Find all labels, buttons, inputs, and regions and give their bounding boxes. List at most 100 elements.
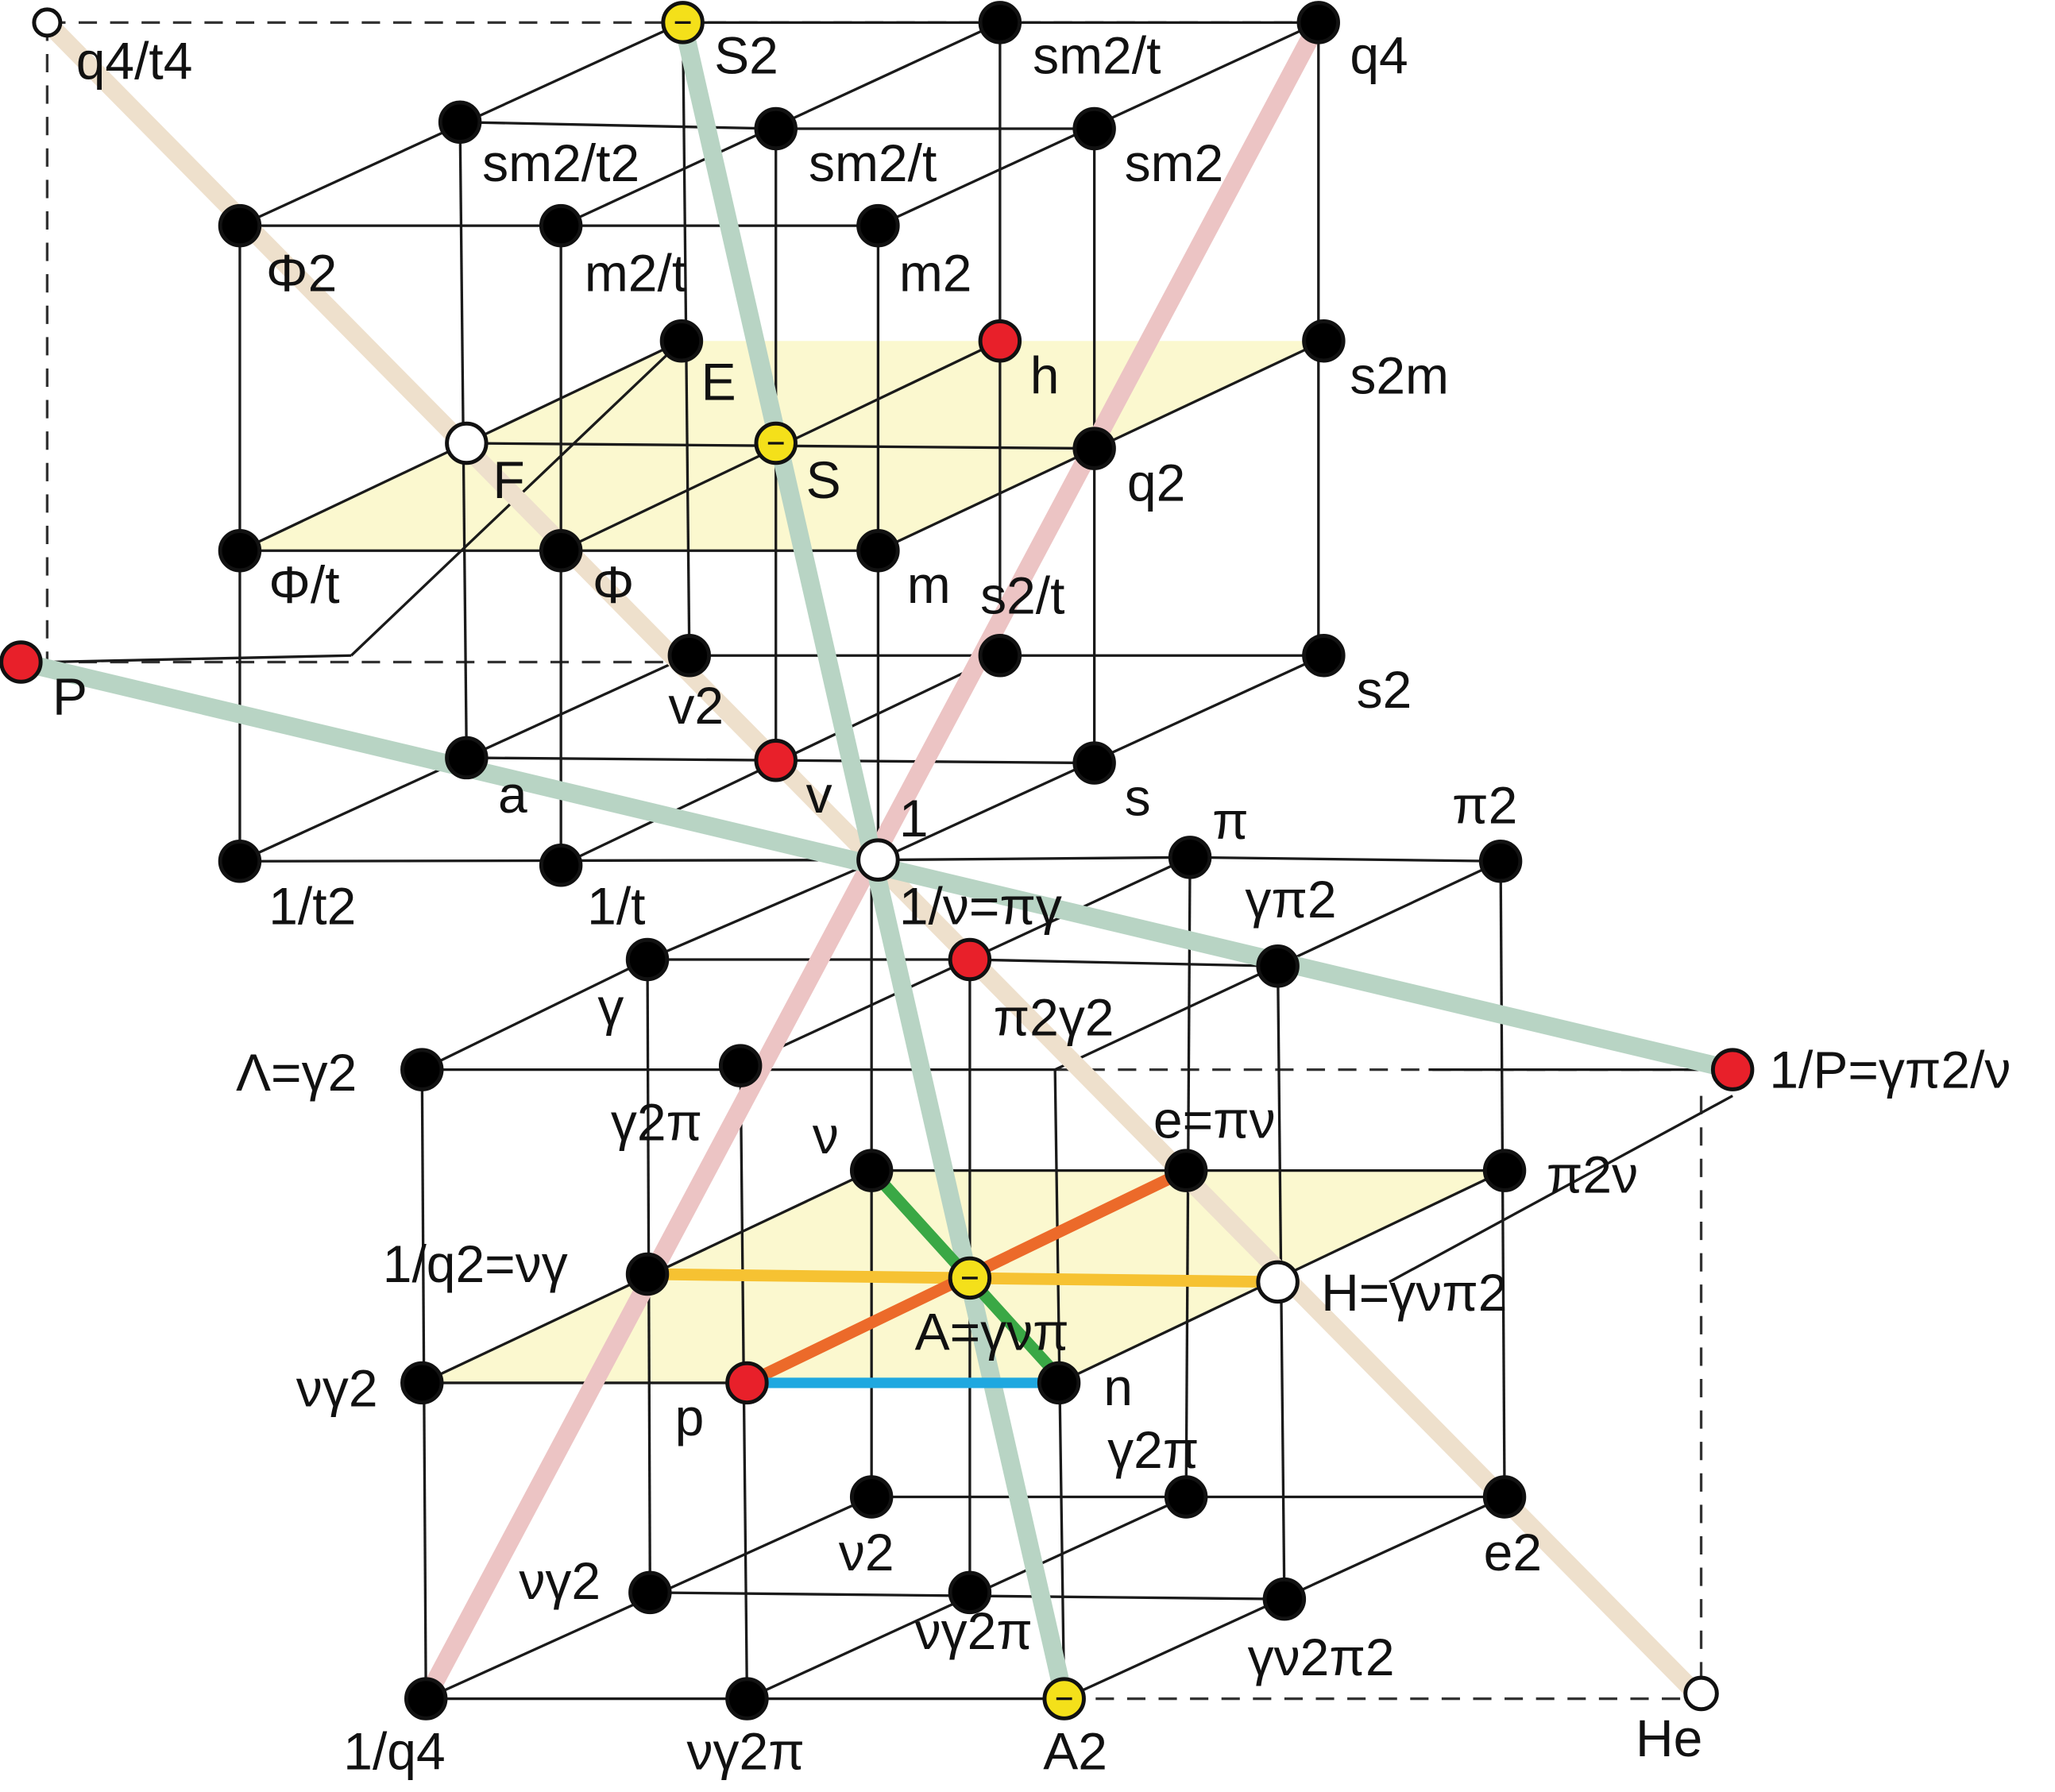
node-pi xyxy=(1168,836,1212,879)
label-Phi2: Φ2 xyxy=(266,244,337,303)
node-ng2pi_mid xyxy=(948,1570,992,1615)
node-m2t xyxy=(539,203,583,248)
node-pi2nu xyxy=(1482,1149,1527,1192)
label-m: m xyxy=(907,555,951,614)
node-sm2t2 xyxy=(438,100,482,144)
label-s2t: s2/t xyxy=(980,566,1064,624)
node-one_t xyxy=(539,844,583,887)
label-e2: e2 xyxy=(1484,1523,1542,1582)
node-n xyxy=(1037,1361,1081,1405)
label-H: H=γνπ2 xyxy=(1321,1263,1507,1322)
node-m2 xyxy=(856,203,900,248)
label-Lambda: Λ=γ2 xyxy=(236,1043,357,1102)
node-nu2_low xyxy=(849,1475,894,1519)
label-E: E xyxy=(701,353,736,411)
node-h xyxy=(978,319,1022,363)
label-m2: m2 xyxy=(899,244,972,303)
label-P: P xyxy=(52,666,87,725)
label-A2: A2 xyxy=(1043,1722,1107,1781)
label-g2pi_low: γ2π xyxy=(1107,1420,1199,1479)
label-gn2pi2: γν2π2 xyxy=(1248,1628,1395,1686)
node-layer xyxy=(0,1,1755,1721)
node-nu xyxy=(849,1149,894,1192)
label-S: S xyxy=(806,450,841,509)
label-one_nu: 1/ν=πγ xyxy=(899,876,1062,935)
label-q4: q4 xyxy=(1350,26,1408,85)
label-pi2: π2 xyxy=(1452,775,1517,834)
label-n: n xyxy=(1103,1358,1133,1416)
node-g2pi_up xyxy=(718,1044,763,1087)
label-sm2t2: sm2/t2 xyxy=(482,133,639,192)
label-one_t: 1/t xyxy=(587,876,645,935)
node-one_t2 xyxy=(218,840,262,883)
node-one_q4 xyxy=(404,1677,448,1721)
label-Phit: Φ/t xyxy=(268,555,339,614)
label-e: e=πν xyxy=(1153,1090,1276,1149)
label-q4t4: q4/t4 xyxy=(76,31,193,90)
label-v2_up: v2 xyxy=(668,676,724,735)
node-Lambda xyxy=(400,1048,444,1091)
label-gamma: γ xyxy=(597,978,624,1037)
label-q2: q2 xyxy=(1127,454,1185,512)
label-sm2: sm2 xyxy=(1125,133,1224,192)
node-Phit xyxy=(218,529,262,573)
label-one: 1 xyxy=(899,789,929,848)
node-s2m xyxy=(1302,319,1346,363)
label-sm2t_mid: sm2/t xyxy=(809,133,937,192)
node-e xyxy=(1164,1149,1208,1192)
label-s2: s2 xyxy=(1357,660,1412,719)
label-S2: S2 xyxy=(714,26,778,85)
label-h: h xyxy=(1030,346,1060,404)
node-ng2_left xyxy=(400,1361,444,1405)
node-q4 xyxy=(1296,1,1340,44)
label-one_t2: 1/t2 xyxy=(268,876,356,935)
node-He xyxy=(1683,1675,1719,1712)
label-ng2pi_mid: νγ2π xyxy=(915,1601,1033,1660)
node-F xyxy=(445,421,489,465)
node-v_up xyxy=(754,739,798,782)
node-e2 xyxy=(1482,1475,1527,1519)
node-ng2pi_bot xyxy=(725,1677,769,1721)
node-sm2t_top xyxy=(978,1,1022,44)
node-gn2pi2 xyxy=(1262,1577,1307,1621)
node-pi2 xyxy=(1478,840,1523,883)
label-A: A=γνπ xyxy=(915,1303,1069,1361)
label-v_up: v xyxy=(806,765,832,824)
node-E xyxy=(659,319,704,363)
node-one xyxy=(856,838,900,882)
label-pi2g2: π2γ2 xyxy=(994,988,1114,1047)
label-nu2_low: ν2 xyxy=(839,1523,894,1582)
label-sm2t_top: sm2/t xyxy=(1033,26,1161,85)
node-P xyxy=(0,640,43,684)
label-F: F xyxy=(493,450,524,509)
node-oneq2 xyxy=(625,1252,670,1296)
label-ng2_left: νγ2 xyxy=(296,1359,378,1418)
node-sm2t_mid xyxy=(754,106,798,151)
label-Phi: Φ xyxy=(593,555,635,614)
node-ng2_low xyxy=(628,1570,672,1615)
label-pi: π xyxy=(1212,791,1249,850)
label-oneq2: 1/q2=νγ xyxy=(383,1234,568,1293)
node-g2pi_low xyxy=(1164,1475,1208,1519)
label-pi2nu: π2ν xyxy=(1547,1145,1638,1204)
node-s2 xyxy=(1302,634,1346,678)
node-H xyxy=(1256,1260,1300,1304)
node-gpi2 xyxy=(1256,944,1300,988)
node-s xyxy=(1072,741,1116,785)
label-He: He xyxy=(1636,1709,1702,1767)
node-m xyxy=(856,529,900,573)
label-one_q4: 1/q4 xyxy=(343,1722,445,1781)
node-a xyxy=(445,736,489,780)
node-p xyxy=(725,1361,769,1405)
label-oneP: 1/P=γπ2/ν xyxy=(1769,1041,2011,1099)
label-g2pi_up: γ2π xyxy=(611,1093,702,1152)
node-pi2g2 xyxy=(948,937,992,982)
label-s2m: s2m xyxy=(1350,346,1449,404)
label-m2t: m2/t xyxy=(585,244,686,303)
label-nu: ν xyxy=(813,1106,839,1164)
node-Phi xyxy=(539,529,583,573)
label-ng2_low: νγ2 xyxy=(519,1551,601,1610)
